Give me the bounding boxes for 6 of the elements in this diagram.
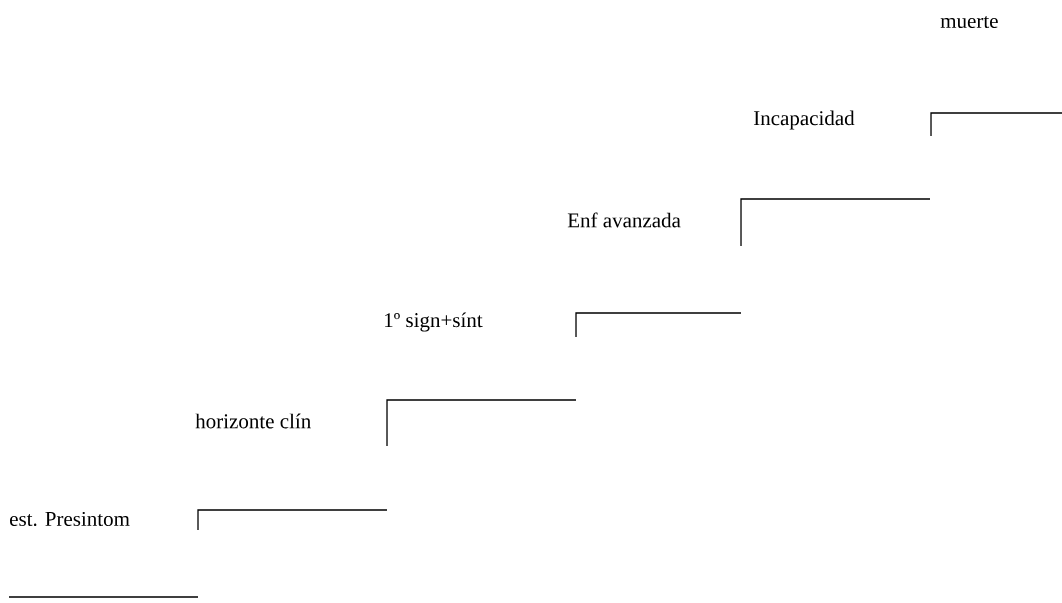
step-label: Incapacidad — [753, 110, 855, 130]
step-label: muerte — [940, 16, 998, 28]
step-label: 1º sign+sínt — [385, 312, 483, 332]
step-label: est. Presintom — [10, 511, 130, 527]
step-label: Enf avanzada — [567, 212, 681, 228]
step-label: horizonte clín — [195, 413, 311, 429]
